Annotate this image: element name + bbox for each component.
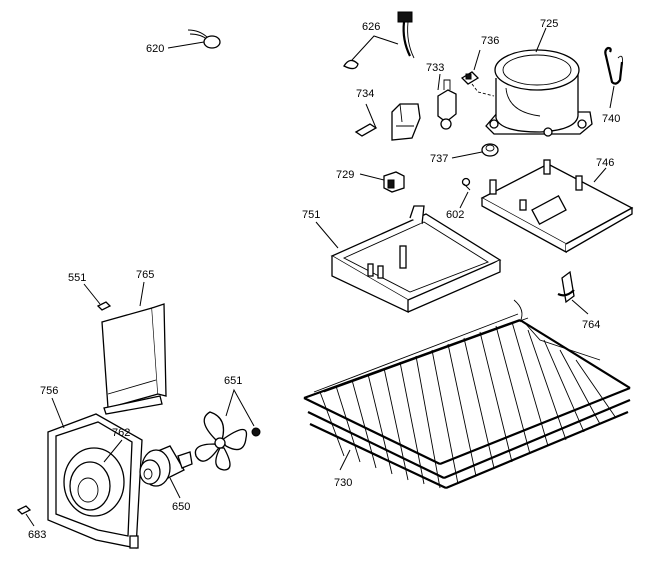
part-734-relay-box xyxy=(354,103,421,141)
part-733-relay xyxy=(437,73,457,130)
part-762-mount xyxy=(103,439,123,463)
label-740: 740 xyxy=(602,113,620,125)
label-737: 737 xyxy=(430,153,448,165)
label-762: 762 xyxy=(112,427,130,439)
label-756: 756 xyxy=(40,385,58,397)
label-764: 764 xyxy=(582,319,600,331)
part-746-base-plate xyxy=(480,159,634,254)
label-626: 626 xyxy=(362,21,380,33)
label-620: 620 xyxy=(146,43,164,55)
label-551: 551 xyxy=(68,272,86,284)
label-729: 729 xyxy=(336,169,354,181)
part-551-screw xyxy=(83,283,112,311)
label-602: 602 xyxy=(446,209,464,221)
condenser-fins xyxy=(319,321,617,489)
part-751-drain-pan xyxy=(315,205,502,314)
part-602-screw xyxy=(459,177,471,209)
label-683: 683 xyxy=(28,529,46,541)
label-730: 730 xyxy=(334,477,352,489)
label-651: 651 xyxy=(224,375,242,387)
part-740-hook xyxy=(604,46,624,109)
part-725-compressor xyxy=(485,27,593,137)
part-620-bulb xyxy=(167,29,221,49)
part-626-wire xyxy=(343,11,415,70)
part-764-bracket xyxy=(557,270,589,315)
label-734: 734 xyxy=(356,88,374,100)
label-725: 725 xyxy=(540,18,558,30)
part-651-fan-blade xyxy=(194,388,261,471)
part-737-grommet xyxy=(451,143,499,159)
part-765-cover-panel xyxy=(101,281,167,415)
label-765: 765 xyxy=(136,269,154,281)
label-650: 650 xyxy=(172,501,190,513)
part-650-fan-motor xyxy=(139,445,193,499)
part-736-clip xyxy=(460,49,495,97)
label-736: 736 xyxy=(481,35,499,47)
part-683-screw xyxy=(16,505,35,527)
part-729-plug xyxy=(359,171,405,193)
label-751: 751 xyxy=(302,209,320,221)
part-756-fan-shroud xyxy=(47,397,143,549)
label-746: 746 xyxy=(596,157,614,169)
label-733: 733 xyxy=(426,62,444,74)
